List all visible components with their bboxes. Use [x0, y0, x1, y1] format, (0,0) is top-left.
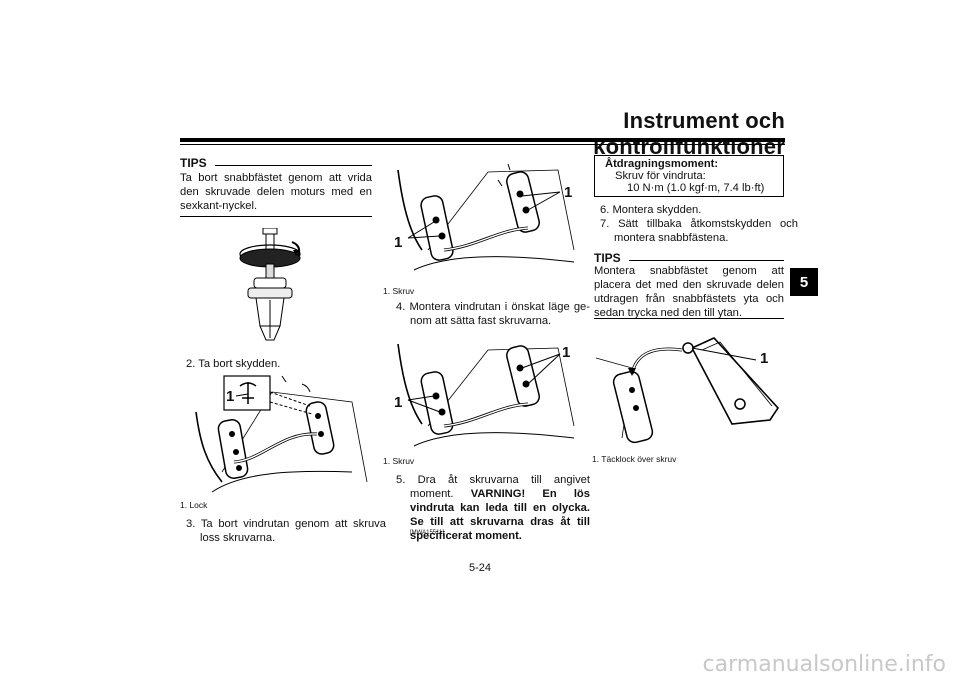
step-4: 4. Montera vindrutan i önskat läge ge-no… — [396, 301, 590, 327]
tips-rule — [215, 165, 372, 166]
tips-end-rule — [180, 216, 372, 217]
warning-text: VARNING! En lös vindruta kan leda till e… — [410, 488, 590, 542]
header-rule — [180, 138, 785, 142]
tips-end-rule — [594, 318, 784, 319]
figure-caption: 1. Skruv — [383, 456, 415, 466]
header-rule-thin — [180, 144, 785, 145]
callout-1-left: 1 — [394, 394, 403, 411]
tips-text: Ta bort snabbfästet genom att vrida den … — [180, 172, 372, 212]
covers-illustration — [195, 375, 368, 493]
callout-1-left: 1 — [394, 234, 403, 251]
step-5-text: 5. Dra åt skruvarna till angivet moment. — [396, 474, 590, 500]
tips-label: TIPS — [180, 156, 207, 170]
step-2: 2. Ta bort skydden. — [186, 358, 281, 370]
tips-rule — [629, 260, 784, 261]
torque-item: Skruv för vindruta: — [615, 170, 706, 182]
callout-1-right: 1 — [562, 344, 571, 361]
chapter-tab: 5 — [790, 268, 818, 296]
tips-label: TIPS — [594, 251, 621, 265]
torque-box: Åtdragningsmoment: Skruv för vindruta: 1… — [594, 155, 784, 197]
warning-reference: [MWA15511] — [410, 530, 445, 536]
page-number: 5-24 — [468, 562, 492, 574]
torque-title: Åtdragningsmoment: — [605, 158, 719, 170]
figure-caption: 1. Lock — [180, 500, 208, 510]
step-7: 7. Sätt tillbaka åtkomstskydden och mont… — [600, 218, 798, 244]
figure-caption: 1. Täcklock över skruv — [592, 454, 677, 464]
watermark-text: carmanualsonline.info — [702, 652, 946, 677]
step-6: 6. Montera skydden. — [600, 204, 702, 216]
screw-cover-illustration — [595, 337, 780, 444]
step-5: 5. Dra åt skruvarna till angivet moment.… — [396, 473, 590, 543]
figure-caption: 1. Skruv — [383, 286, 415, 296]
fastener-illustration — [239, 228, 301, 341]
tips-text: Montera snabbfästet genom att placera de… — [594, 265, 784, 319]
footer — [0, 650, 960, 679]
windscreen-screws-illustration-1 — [397, 163, 575, 271]
callout-1-right: 1 — [564, 184, 573, 201]
windscreen-screws-illustration-2 — [397, 343, 575, 447]
torque-value: 10 N·m (1.0 kgf·m, 7.4 lb·ft) — [627, 182, 765, 194]
callout-1: 1 — [226, 388, 235, 405]
callout-1: 1 — [760, 350, 769, 367]
step-3: 3. Ta bort vindrutan genom att skruva lo… — [186, 518, 386, 544]
